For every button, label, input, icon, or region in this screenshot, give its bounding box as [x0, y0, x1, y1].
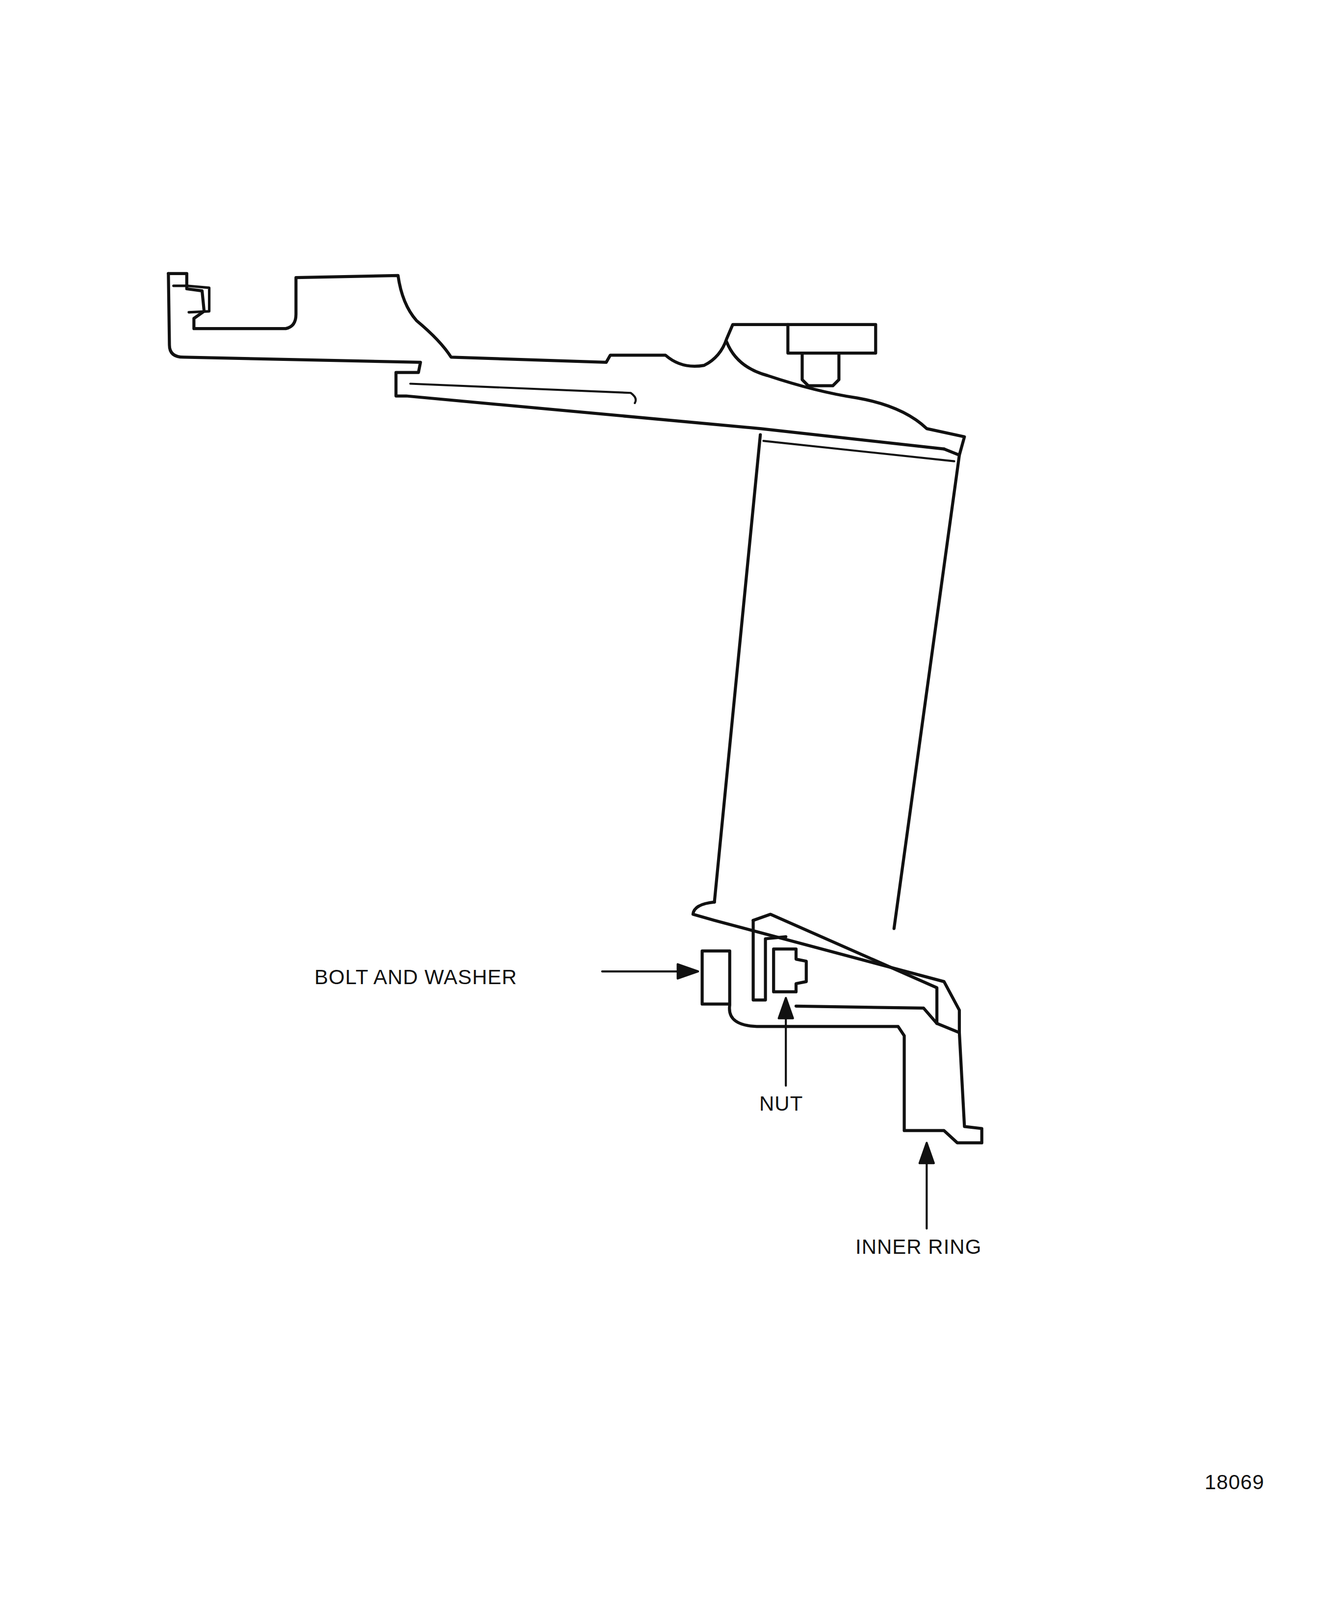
inner-bolt-head: [702, 951, 730, 1005]
arrowhead-nut: [778, 998, 794, 1019]
shroud-lower: [168, 273, 944, 450]
figure-number: 18069: [1204, 1471, 1265, 1494]
vane-trailing-edge: [894, 455, 960, 929]
leader-bolt: [602, 970, 680, 973]
inner-ring: [729, 1005, 982, 1144]
shroud-nut: [802, 353, 840, 387]
vane-root-line: [763, 440, 954, 462]
shroud-groove: [410, 384, 636, 404]
part-label: NUT: [759, 1092, 803, 1116]
outer-shroud: [168, 273, 788, 367]
leader-nut: [784, 1016, 787, 1086]
inner-flange: [753, 920, 787, 1001]
arrowhead-ring: [919, 1143, 934, 1164]
inner-platform: [693, 902, 960, 1033]
part-label: INNER RING: [855, 1236, 982, 1259]
top-left-bolt: [173, 285, 210, 313]
vane-leading-edge: [714, 435, 761, 903]
leader-ring: [925, 1161, 928, 1229]
inner-nut: [773, 949, 807, 992]
arrowhead-bolt: [677, 964, 699, 979]
part-label: BOLT AND WASHER: [314, 966, 517, 989]
shroud-bolt-head: [787, 324, 876, 354]
